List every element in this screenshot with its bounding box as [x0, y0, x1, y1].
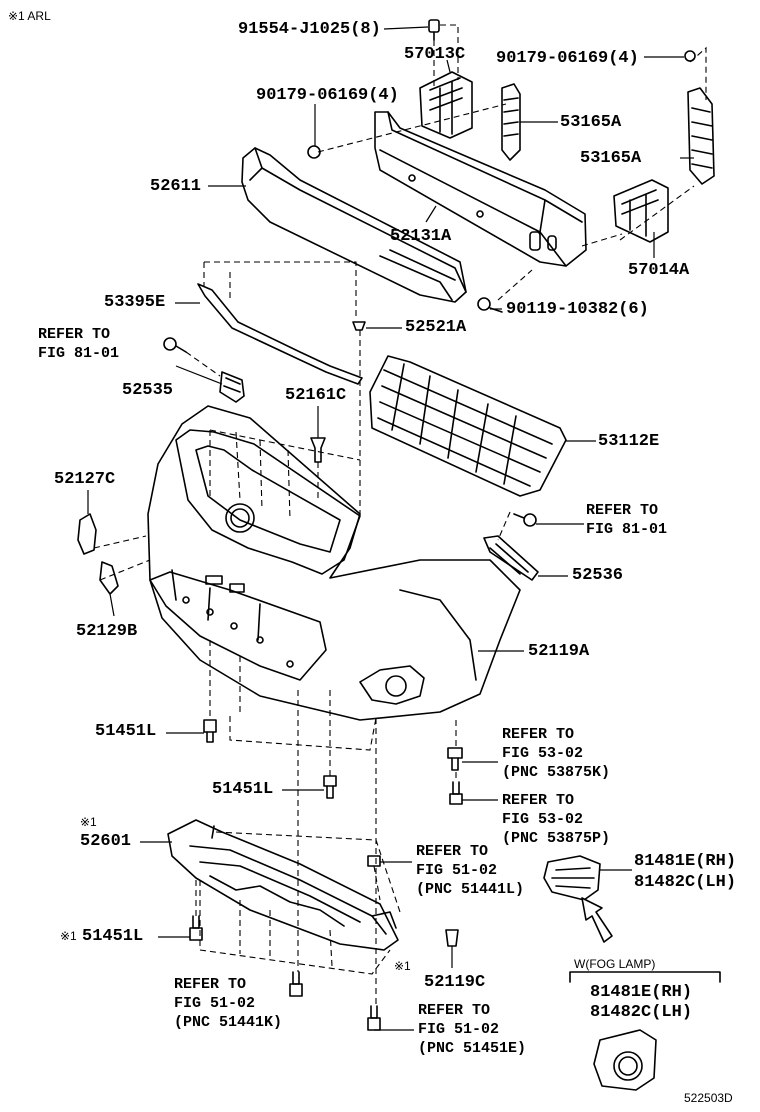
ref-fig-53-02-k-line1: REFER TO — [502, 726, 575, 743]
bolt-ref-81-01-a — [163, 337, 187, 353]
retainer-53165a-1 — [501, 83, 521, 161]
label-81482c-lh-top: 81482C(LH) — [634, 873, 737, 892]
ref-fig-53-02-p-line1: REFER TO — [502, 792, 575, 809]
label-52611: 52611 — [150, 177, 202, 196]
bolt-ref-81-01-b — [513, 513, 537, 527]
ref-fig-81-01-b-line1: REFER TO — [586, 502, 659, 519]
clip-91554 — [428, 19, 440, 41]
fog-lamp-arrow — [581, 897, 613, 943]
label-57013c: 57013C — [404, 45, 466, 64]
ref-fig-51-02-e-line2: FIG 51-02 — [418, 1021, 500, 1038]
bolt-90119 — [477, 297, 503, 313]
label-90119: 90119-10382(6) — [506, 300, 649, 319]
label-53112e: 53112E — [598, 432, 660, 451]
clip-52161c — [310, 437, 326, 463]
ref-fig-51-02-l-line2: FIG 51-02 — [416, 862, 498, 879]
header-note: ※1 ARL — [8, 9, 51, 23]
cover-52129b — [99, 561, 119, 595]
ref-fig-51-02-k-line2: FIG 51-02 — [174, 995, 256, 1012]
bolt-ref-51-02-k — [289, 971, 303, 997]
bracket-57013c — [419, 71, 473, 139]
label-53165a-1: 53165A — [560, 113, 622, 132]
label-91554: 91554-J1025(8) — [238, 20, 381, 39]
assembly-lines — [93, 24, 707, 1006]
label-52601: 52601 — [80, 832, 132, 851]
ref-fig-51-02-k-line1: REFER TO — [174, 976, 247, 993]
fog-cover-81481e-bottom — [593, 1029, 657, 1091]
ref-fig-51-02-e-line1: REFER TO — [418, 1002, 491, 1019]
label-52161c: 52161C — [285, 386, 347, 405]
label-53165a-2: 53165A — [580, 149, 642, 168]
ref-fig-51-02-k-line3: (PNC 51441K) — [174, 1014, 283, 1031]
ref-fig-81-01-a-line2: FIG 81-01 — [38, 345, 120, 362]
label-51451l-1: 51451L — [95, 722, 157, 741]
energy-absorber-52611 — [241, 147, 467, 303]
label-81481e-rh-top: 81481E(RH) — [634, 852, 737, 871]
label-53395e: 53395E — [104, 293, 166, 312]
bolt-51451l-3 — [189, 915, 203, 941]
bolt-ref-53-02-p — [449, 781, 463, 805]
ref-fig-53-02-k-line3: (PNC 53875K) — [502, 764, 611, 781]
nut-90179-right — [684, 50, 696, 62]
under-cover-52601 — [167, 819, 399, 951]
clip-52119c — [445, 929, 459, 947]
fog-lamp-bracket — [569, 971, 721, 983]
retainer-53165a-2 — [687, 87, 715, 185]
bracket-57014a — [613, 179, 669, 243]
label-52535: 52535 — [122, 381, 174, 400]
label-52119c: 52119C — [424, 973, 486, 992]
fog-cover-81481e-top — [543, 855, 601, 901]
clip-ref-51-02-l — [367, 855, 381, 867]
seal-53395e — [197, 283, 363, 385]
label-52129b: 52129B — [76, 622, 138, 641]
label-81481e-rh-bottom: 81481E(RH) — [590, 983, 693, 1002]
ref-fig-81-01-b-line2: FIG 81-01 — [586, 521, 668, 538]
label-51451l-3: 51451L — [82, 927, 144, 946]
label-57014a: 57014A — [628, 261, 690, 280]
label-52521a: 52521A — [405, 318, 467, 337]
clip-ref-53-02-k — [447, 747, 463, 771]
grille-53112e — [369, 355, 567, 497]
bracket-52127c — [77, 513, 97, 555]
label-51451l-2: 51451L — [212, 780, 274, 799]
bracket-52536 — [483, 535, 539, 581]
label-81482c-lh-bottom: 81482C(LH) — [590, 1003, 693, 1022]
ref-mark-52601: ※1 — [80, 815, 97, 829]
bolt-ref-51-02-e — [367, 1005, 381, 1031]
ref-fig-53-02-k-line2: FIG 53-02 — [502, 745, 584, 762]
label-90179-right: 90179-06169(4) — [496, 49, 639, 68]
label-52536: 52536 — [572, 566, 624, 585]
bumper-reinforcement-52131a — [374, 111, 587, 267]
label-52127c: 52127C — [54, 470, 116, 489]
ref-fig-51-02-l-line3: (PNC 51441L) — [416, 881, 525, 898]
ref-fig-51-02-l-line1: REFER TO — [416, 843, 489, 860]
label-52131a: 52131A — [390, 227, 452, 246]
fog-lamp-note: W(FOG LAMP) — [574, 957, 656, 971]
diagram-code: 522503D — [684, 1091, 733, 1105]
ref-fig-53-02-p-line3: (PNC 53875P) — [502, 830, 611, 847]
bolt-51451l-1 — [203, 719, 217, 743]
label-90179-left: 90179-06169(4) — [256, 86, 399, 105]
bolt-51451l-2 — [323, 775, 337, 799]
ref-mark-51451l: ※1 — [60, 929, 77, 943]
ref-fig-81-01-a-line1: REFER TO — [38, 326, 111, 343]
ref-fig-51-02-e-line3: (PNC 51451E) — [418, 1040, 527, 1057]
clip-52521a — [352, 321, 366, 331]
ref-fig-53-02-p-line2: FIG 53-02 — [502, 811, 584, 828]
bumper-cover-52119a — [147, 405, 521, 721]
ref-mark-52119c: ※1 — [394, 959, 411, 973]
label-52119a: 52119A — [528, 642, 590, 661]
leader-lines — [87, 26, 694, 1031]
clip-52535 — [219, 371, 245, 403]
